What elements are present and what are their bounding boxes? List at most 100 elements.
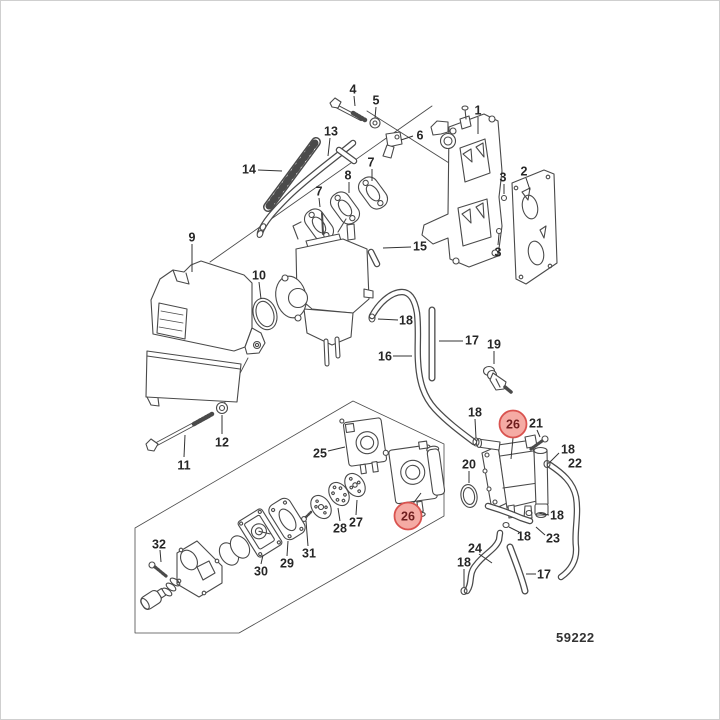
callout-leader: [549, 452, 560, 463]
callout-leader: [536, 429, 541, 438]
callout-number: 22: [568, 457, 582, 471]
fuel-pipe-15: [335, 146, 381, 268]
screw-21: [529, 435, 549, 451]
drawing-number: 59222: [556, 630, 595, 645]
diaphragm-cups: [218, 535, 251, 566]
callout-2: 2: [521, 165, 531, 191]
hose-13: [256, 139, 357, 238]
callout-number: 18: [561, 443, 575, 457]
callout-16: 16: [378, 350, 412, 364]
callout-18: 18: [537, 509, 564, 523]
callout-6: 6: [400, 129, 424, 143]
callout-1: 1: [475, 104, 482, 134]
callout-leader: [318, 197, 321, 208]
callout-leader: [400, 135, 414, 141]
callout-leader: [260, 554, 264, 565]
detail-boundary: [134, 400, 445, 634]
callout-24: 24: [468, 542, 493, 564]
callout-18: 18: [468, 406, 482, 439]
callout-7: 7: [368, 156, 375, 181]
callout-leader: [305, 520, 309, 547]
callout-number: 9: [189, 231, 196, 245]
callout-8: 8: [345, 169, 352, 193]
o-ring-20: [460, 484, 478, 508]
callout-number: 16: [378, 350, 392, 364]
callout-number: 31: [302, 547, 316, 561]
callout-11: 11: [177, 434, 191, 473]
carb-gaskets: [303, 176, 389, 242]
o-ring-10: [252, 297, 278, 331]
intake-manifold: [421, 105, 508, 268]
callout-leader: [286, 540, 289, 557]
callout-number: 17: [537, 568, 551, 582]
callout-14: 14: [242, 163, 283, 177]
callout-18: 18: [549, 443, 575, 463]
callout-25: 25: [313, 446, 346, 461]
callout-number: 30: [254, 565, 268, 579]
callout-number: 17: [465, 334, 479, 348]
callout-leader: [525, 177, 531, 191]
callout-number: 5: [373, 94, 380, 108]
callout-leader: [508, 526, 520, 533]
fuel-pump-25: [339, 417, 388, 475]
callout-leader: [258, 281, 262, 300]
callout-number: 4: [350, 83, 357, 97]
callout-15: 15: [382, 240, 427, 254]
callout-leader: [382, 246, 412, 249]
callout-number: 8: [345, 169, 352, 183]
callout-number: 21: [529, 417, 543, 431]
callout-18: 18: [377, 314, 413, 328]
air-silencer: [145, 260, 266, 407]
callout-26: 26: [498, 409, 528, 460]
callout-number: 18: [468, 406, 482, 420]
tube-17-lower: [506, 543, 529, 595]
callout-leader: [327, 137, 331, 157]
callout-10: 10: [252, 269, 266, 300]
callout-number: 18: [550, 509, 564, 523]
callout-22: 22: [568, 457, 582, 471]
callout-leader: [497, 233, 500, 246]
plunger: [140, 587, 167, 610]
callout-leader: [537, 512, 550, 516]
callout-17: 17: [439, 334, 479, 348]
callout-number: 15: [413, 240, 427, 254]
callout-31: 31: [302, 520, 316, 561]
callout-28: 28: [333, 507, 347, 536]
callout-leader: [353, 95, 356, 107]
callout-leader: [327, 446, 346, 452]
callout-29: 29: [280, 540, 294, 571]
callout-leader: [355, 499, 358, 516]
pump-plates: [310, 472, 366, 520]
callout-4: 4: [350, 83, 357, 107]
callout-number: 14: [242, 163, 256, 177]
callout-number: 7: [368, 156, 375, 170]
callout-17: 17: [526, 568, 551, 582]
screw-31: [301, 510, 313, 522]
callout-number: 18: [399, 314, 413, 328]
bolt-11: [145, 411, 215, 452]
callout-19: 19: [487, 338, 501, 364]
callout-number: 27: [349, 516, 363, 530]
callout-number: 24: [468, 542, 482, 556]
callout-number: 1: [475, 104, 482, 118]
callout-leader: [510, 437, 514, 460]
pump-gasket-29: [268, 497, 306, 541]
callout-number: 7: [316, 185, 323, 199]
washer-12: [215, 401, 229, 415]
callout-number: 13: [324, 125, 338, 139]
hose-16: [368, 288, 478, 446]
manifold-gasket: [511, 169, 558, 285]
carburetor: [275, 212, 374, 367]
callout-leader: [377, 318, 399, 321]
callout-26: 26: [393, 492, 423, 531]
callout-number: 26: [506, 418, 520, 432]
callout-number: 25: [313, 447, 327, 461]
callout-3: 3: [495, 233, 502, 260]
callout-number: 32: [152, 538, 166, 552]
callout-number: 3: [500, 171, 507, 185]
highlight-circle: [498, 409, 528, 439]
valve-plate-30: [237, 508, 283, 558]
